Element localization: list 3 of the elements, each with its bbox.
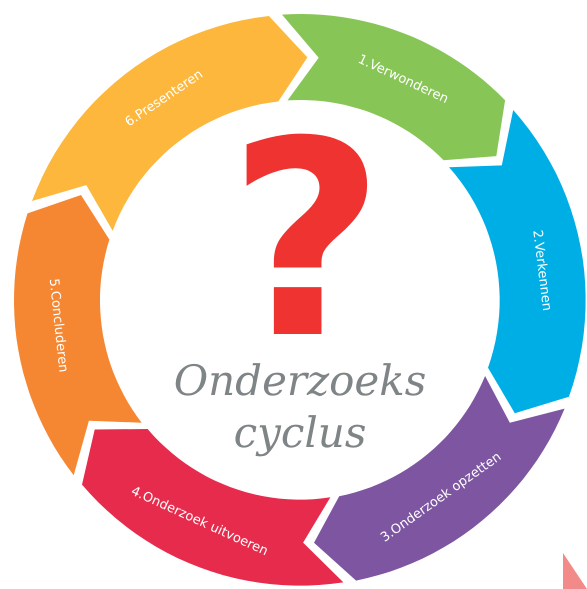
step-label: 2.Verkennen [528,229,554,312]
step-label: 5.Concluderen [46,278,71,373]
center-title: Onderzoeks cyclus [172,355,428,459]
